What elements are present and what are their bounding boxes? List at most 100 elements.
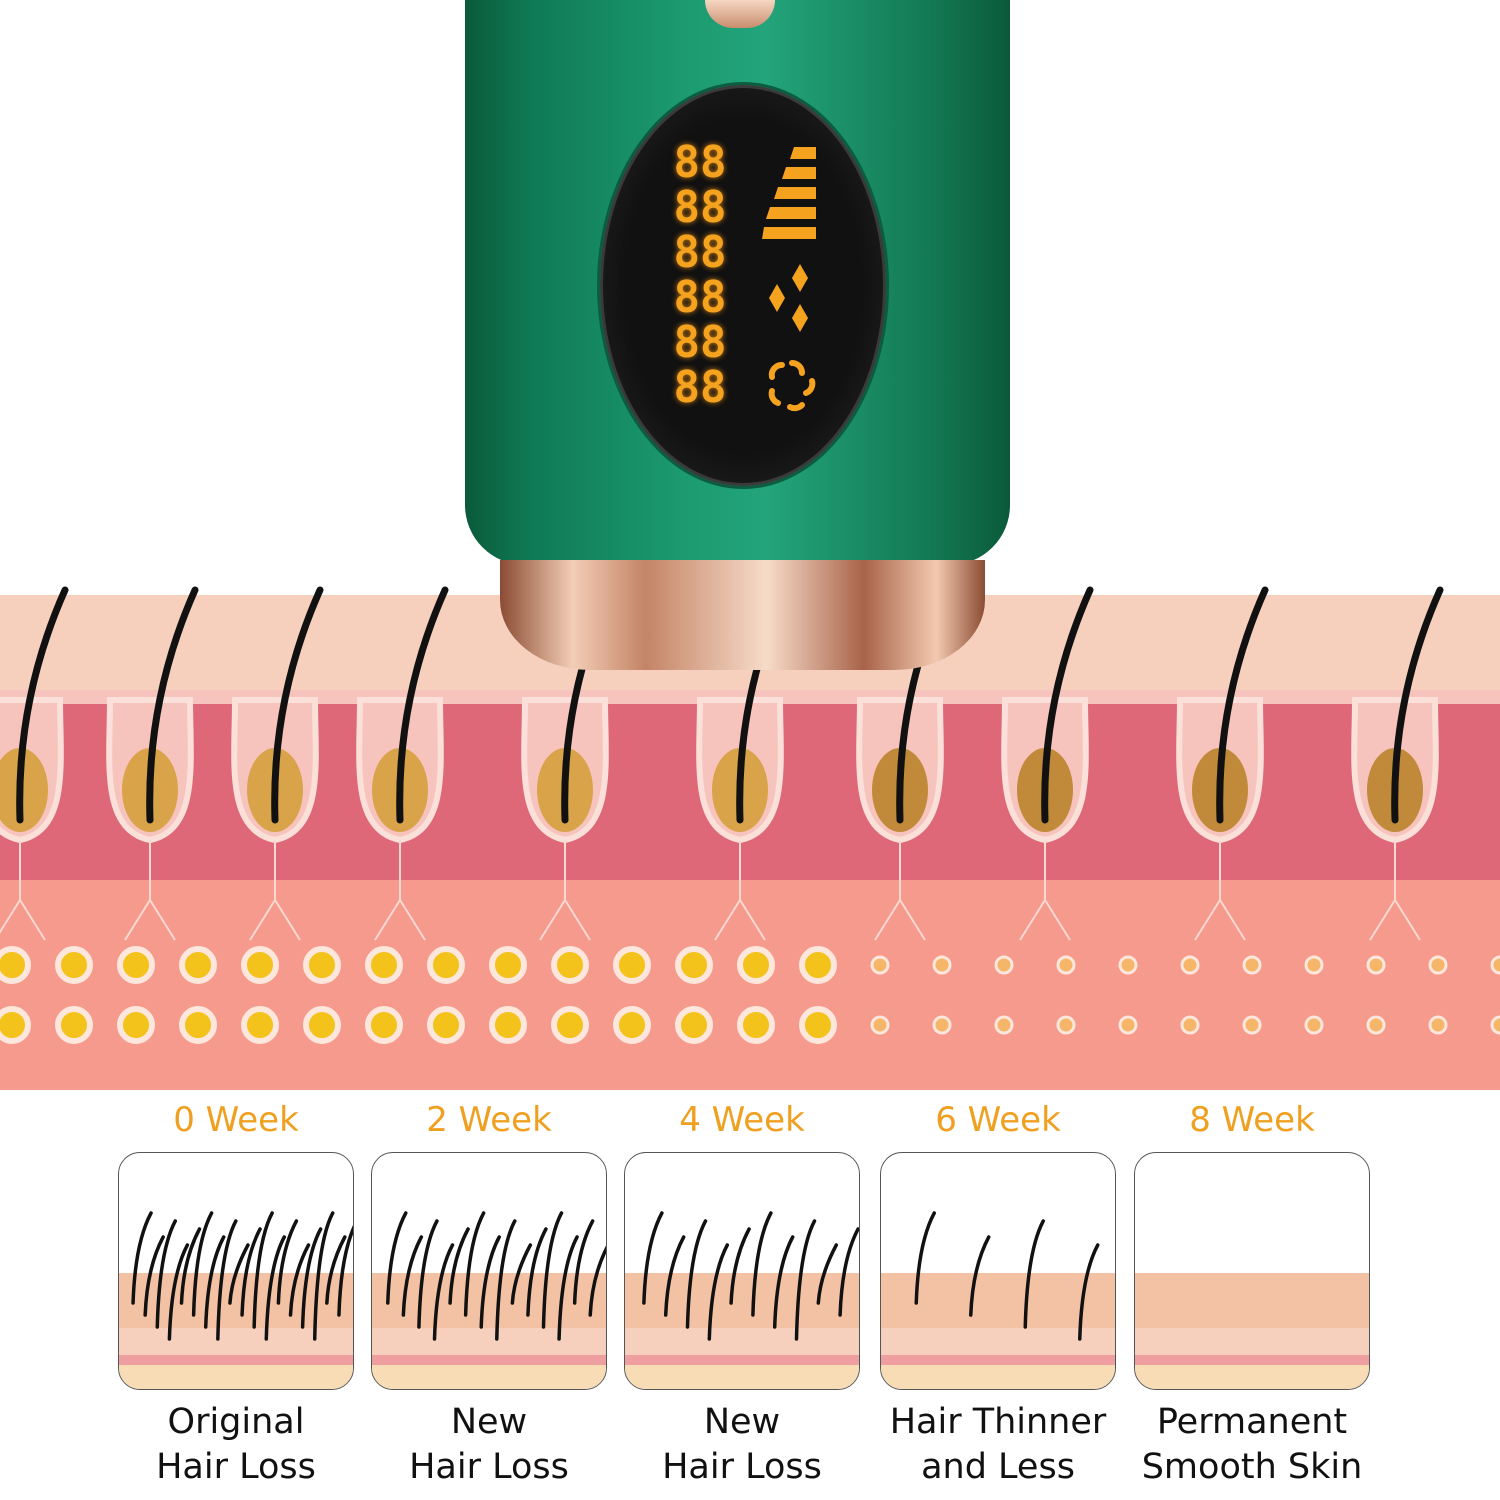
fat-cell (551, 1006, 589, 1044)
hair-strand (417, 1219, 439, 1329)
stage-caption: New Hair Loss (359, 1400, 619, 1490)
caption-line: Hair Loss (156, 1447, 316, 1487)
caption-line: New (703, 1402, 781, 1442)
hair-strand (914, 1211, 936, 1305)
rose-gold-lamp-head (500, 560, 985, 670)
fat-cell (932, 1015, 952, 1035)
caption-line: Smooth Skin (1141, 1447, 1363, 1487)
fat-cell (179, 1006, 217, 1044)
hair-stage-panel (880, 1152, 1116, 1390)
nerve-line (539, 840, 591, 941)
lcd-row: 88 (673, 317, 727, 368)
fat-cell (0, 1006, 31, 1044)
nerve-line (0, 840, 46, 941)
hair-strand (216, 1219, 238, 1341)
fat-cell (1056, 1015, 1076, 1035)
week-label: 6 Week (935, 1100, 1061, 1140)
hair-illustration (1135, 1273, 1369, 1389)
hair-strand (557, 1235, 579, 1341)
fat-cell (551, 946, 589, 984)
hair-shaft (396, 586, 449, 824)
fat-cell (427, 946, 465, 984)
hair-strand (432, 1243, 455, 1341)
hair-stage-panel (624, 1152, 860, 1390)
caption-line: and Less (921, 1447, 1075, 1487)
stage-caption: New Hair Loss (612, 1400, 872, 1490)
hair-strand (816, 1243, 839, 1305)
hair-stage-panel (1134, 1152, 1370, 1390)
fat-cell (994, 955, 1014, 975)
hair-strand (155, 1219, 178, 1329)
hair-strand (240, 1227, 262, 1317)
hair-stage-panel (118, 1152, 354, 1390)
fat-cell (0, 946, 31, 984)
fat-cell (1242, 1015, 1262, 1035)
fat-cell (365, 1006, 403, 1044)
hair-strand (685, 1219, 708, 1329)
hair-strand (264, 1235, 287, 1341)
nerve-line (714, 840, 766, 941)
hair-stage-panel (371, 1152, 607, 1390)
hair-strand (312, 1211, 335, 1341)
hair-strand (276, 1219, 299, 1305)
fat-cell (1304, 955, 1324, 975)
hair-strand (228, 1243, 250, 1305)
week-label: 0 Week (173, 1100, 299, 1140)
hair-strand (969, 1235, 991, 1317)
hair-strand (642, 1211, 664, 1305)
fat-layer (0, 880, 1500, 1090)
hair-shaft (1391, 586, 1444, 824)
nerve-line (124, 840, 176, 941)
hair-strand (772, 1235, 795, 1329)
hair-strand (1078, 1243, 1100, 1341)
lcd-row: 88 (673, 362, 727, 413)
fat-cell (1118, 1015, 1138, 1035)
fat-cell (737, 946, 775, 984)
hair-strand (479, 1235, 501, 1329)
nerve-line (1194, 840, 1246, 941)
hair-strand (707, 1243, 730, 1341)
lcd-digits: 88 88 88 88 88 88 (655, 140, 745, 410)
fat-cell (427, 1006, 465, 1044)
hair-illustration (119, 1211, 353, 1389)
hair-strand (252, 1211, 274, 1329)
hair-strand (751, 1211, 773, 1317)
fat-cell (1428, 1015, 1448, 1035)
fat-cell (932, 955, 952, 975)
lcd-row: 88 (673, 272, 727, 323)
fat-cell (179, 946, 217, 984)
energy-level-bars-icon (762, 147, 816, 239)
fat-cell (303, 946, 341, 984)
fat-cell (1490, 1015, 1500, 1035)
hair-strand (495, 1219, 517, 1341)
hair-strand (588, 1245, 606, 1317)
fat-cell (1366, 1015, 1386, 1035)
hair-strand (386, 1211, 408, 1305)
hair-strand (288, 1243, 311, 1317)
hair-strand (401, 1235, 424, 1317)
flash-diamonds-icon (769, 264, 808, 332)
hair-strand (729, 1227, 751, 1305)
hair-strand (1023, 1219, 1045, 1329)
fat-cell (675, 946, 713, 984)
fat-cell (241, 1006, 279, 1044)
nerve-line (1019, 840, 1071, 941)
nerve-line (249, 840, 301, 941)
fat-cell (1490, 955, 1500, 975)
fat-cell (1366, 955, 1386, 975)
hair-shaft (1041, 586, 1094, 824)
stage-caption: Permanent Smooth Skin (1122, 1400, 1382, 1490)
lcd-screen (600, 85, 886, 486)
hair-shaft (16, 586, 69, 824)
hair-shaft (146, 586, 199, 824)
hair-shaft (271, 586, 324, 824)
week-label: 4 Week (679, 1100, 805, 1140)
follicle-bulb (0, 748, 48, 832)
hair-strand (526, 1227, 548, 1317)
fat-cell (1428, 955, 1448, 975)
fat-cell (737, 1006, 775, 1044)
hair-strand (838, 1227, 859, 1317)
nerve-line (874, 840, 926, 941)
hair-strand (143, 1235, 165, 1317)
